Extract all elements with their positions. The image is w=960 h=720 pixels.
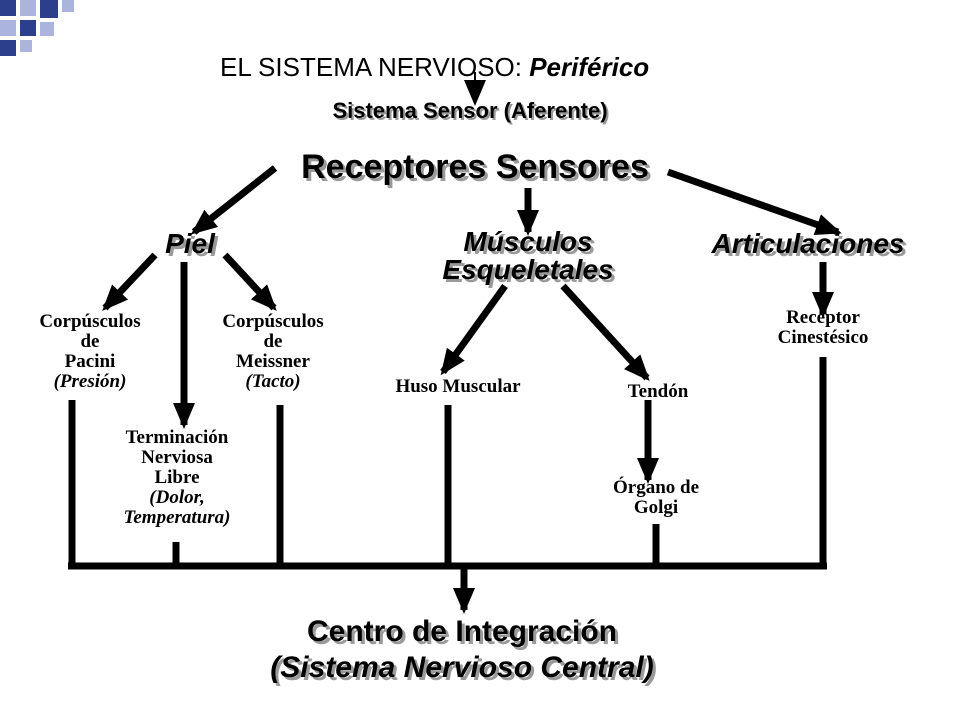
meissner-line1: Corpúsculos: [222, 311, 324, 332]
category-musculos-line1: Músculos: [463, 226, 593, 257]
terminacion-detail2: Temperatura): [123, 507, 231, 528]
terminacion-line2: Nerviosa: [141, 447, 213, 468]
category-piel: Piel: [165, 228, 215, 259]
receptor-huso: Huso Muscular: [395, 376, 521, 397]
receptor-tendon: Tendón: [627, 381, 689, 402]
pacini-line1: Corpúsculos: [39, 311, 141, 332]
terminacion-detail1: (Dolor,: [149, 487, 205, 508]
cinestesico-line1: Receptor: [786, 307, 860, 328]
pacini-line2: de: [80, 331, 100, 352]
meissner-line2: de: [263, 331, 283, 352]
title-emphasis: Periférico: [529, 52, 650, 82]
arrow-root-piel: [190, 165, 278, 235]
integration-line1: Centro de Integración: [306, 615, 618, 648]
golgi-line1: Órgano de: [612, 477, 700, 498]
page-title: EL SISTEMA NERVIOSO: Periférico: [220, 52, 649, 83]
category-musculos-line2: Esqueletales: [442, 254, 614, 285]
integration-center: Centro de Integración (Sistema Nervioso …: [270, 614, 653, 686]
meissner-detail: (Tacto): [245, 371, 301, 392]
arrow-root-articulaciones: [666, 168, 842, 236]
category-musculos: Músculos Esqueletales: [442, 228, 613, 284]
receptor-pacini: Corpúsculos de Pacini (Presión): [39, 312, 140, 392]
integration-line2: (Sistema Nervioso Central): [270, 651, 654, 684]
title-prefix: EL SISTEMA NERVIOSO:: [220, 52, 522, 82]
arrow-piel-meissner: [222, 252, 277, 311]
meissner-line3: Meissner: [236, 351, 310, 372]
golgi-line2: Golgi: [633, 497, 679, 518]
receptor-meissner: Corpúsculos de Meissner (Tacto): [222, 312, 323, 392]
terminacion-line3: Libre: [154, 467, 200, 488]
pacini-line3: Pacini: [64, 351, 116, 372]
subtitle: Sistema Sensor (Aferente): [332, 98, 608, 123]
arrow-musculos-huso: [440, 283, 508, 376]
pacini-detail: (Presión): [53, 371, 127, 392]
receptor-golgi: Órgano de Golgi: [613, 478, 699, 518]
arrow-musculos-tendon: [560, 283, 650, 381]
root-node: Receptores Sensores: [301, 148, 649, 186]
arrow-piel-pacini: [102, 252, 158, 311]
receptor-cinestesico: Receptor Cinestésico: [778, 308, 869, 348]
terminacion-line1: Terminación: [125, 427, 229, 448]
receptor-terminacion: Terminación Nerviosa Libre (Dolor, Tempe…: [124, 428, 231, 528]
category-articulaciones: Articulaciones: [711, 228, 905, 259]
cinestesico-line2: Cinestésico: [777, 327, 869, 348]
